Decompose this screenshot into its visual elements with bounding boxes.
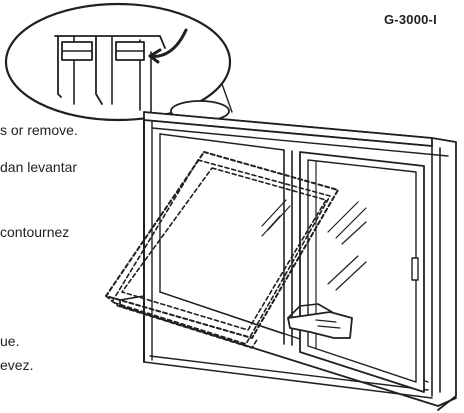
sliding-sash [299,151,425,393]
hand-icon [287,303,353,339]
instruction-fragment-3: contournez [0,224,70,240]
instruction-fragment-1: s or remove. [0,122,78,138]
instruction-fragment-4: ue. [0,333,20,349]
instruction-fragment-5: evez. [0,357,34,373]
left-pane [159,133,293,346]
detail-magnifier [4,2,233,122]
instruction-fragment-2: dan levantar [0,159,78,175]
document-code: G-3000-I [384,12,437,27]
screen-dashed-outline [105,151,339,349]
